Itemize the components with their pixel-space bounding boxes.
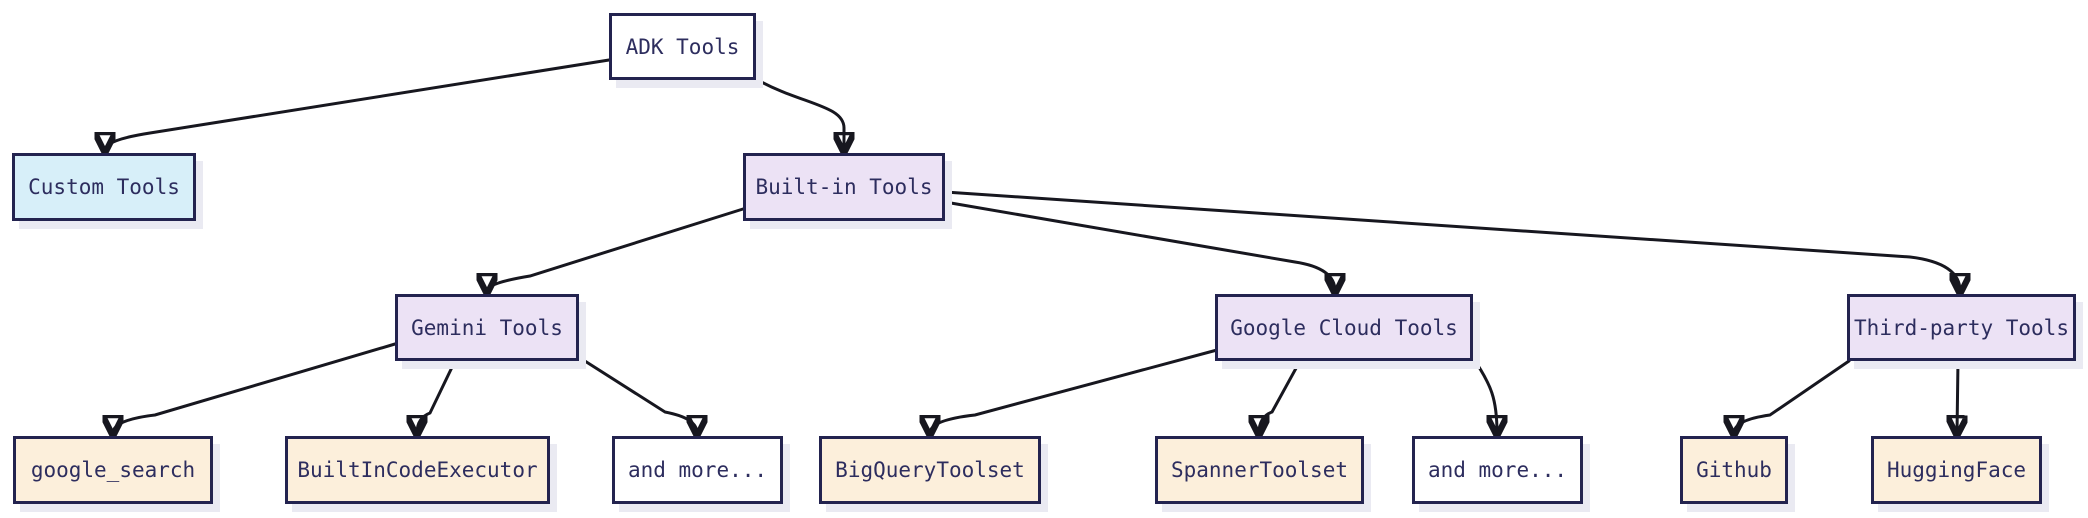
node-bigquery-toolset: BigQueryToolset xyxy=(819,436,1041,504)
node-google-search: google_search xyxy=(13,436,213,504)
node-gemini-tools: Gemini Tools xyxy=(395,294,579,361)
edge-thirdparty-to-github xyxy=(1734,359,1851,433)
node-custom-tools: Custom Tools xyxy=(12,153,196,221)
edge-thirdparty-to-huggingface xyxy=(1957,359,1958,433)
node-github: Github xyxy=(1680,436,1788,504)
edge-builtin-to-gemini xyxy=(487,207,745,291)
node-google-cloud-tools: Google Cloud Tools xyxy=(1215,294,1473,361)
edge-adk-to-custom xyxy=(105,58,611,150)
node-built-in-code-executor: BuiltInCodeExecutor xyxy=(285,436,550,504)
node-adk-tools: ADK Tools xyxy=(609,13,756,80)
node-built-in-tools: Built-in Tools xyxy=(743,153,945,221)
node-gcloud-and-more: and more... xyxy=(1412,436,1583,504)
node-huggingface: HuggingFace xyxy=(1871,436,2042,504)
edge-gcloud-to-more xyxy=(1469,353,1497,433)
node-gemini-and-more: and more... xyxy=(612,436,783,504)
edge-adk-to-builtin xyxy=(754,77,844,150)
node-spanner-toolset: SpannerToolset xyxy=(1155,436,1364,504)
edge-gcloud-to-spanner xyxy=(1259,359,1302,433)
edge-gemini-to-google-search xyxy=(113,342,397,433)
edge-gemini-to-code-executor xyxy=(417,359,457,433)
edge-builtin-to-gcloud xyxy=(943,200,1335,291)
edge-gcloud-to-bigquery xyxy=(930,348,1219,433)
edge-builtin-to-thirdparty xyxy=(943,190,1960,291)
node-third-party-tools: Third-party Tools xyxy=(1847,294,2076,361)
edge-gemini-to-more xyxy=(575,354,697,433)
